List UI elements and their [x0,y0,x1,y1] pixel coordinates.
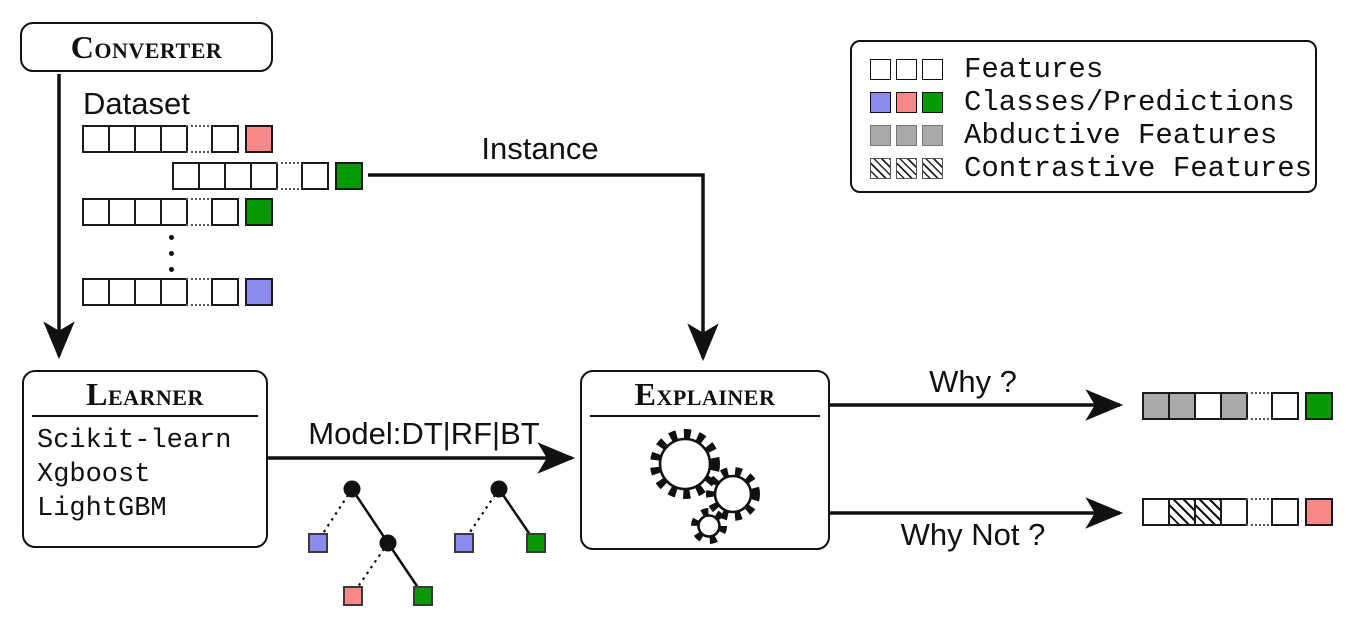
why-label: Why ? [929,364,1017,399]
contrastive-swatch-icon [896,158,917,179]
legend-row-features: Features [870,53,1315,86]
feature-cell [108,125,136,153]
feature-swatch-icon [922,59,943,80]
continuation-dots [186,125,213,153]
abductive-swatch-icon [870,125,891,146]
continuation-dots [276,162,303,190]
learner-item: Xgboost [37,459,151,490]
dataset-row [82,198,273,226]
model-arrow-label: Model:DT|RF|BT [308,416,540,451]
learner-box: Learner Scikit-learn Xgboost LightGBM [22,370,268,548]
abductive-swatch-icon [896,125,917,146]
class-cell-red [1305,498,1333,526]
tree-node [343,480,361,498]
tree-leaf-red [343,586,363,606]
tree-leaf-blue [308,533,328,553]
feature-cell [82,125,110,153]
class-green-swatch-icon [922,92,943,113]
feature-cell [1142,392,1170,420]
learner-item: LightGBM [37,493,167,524]
feature-cell [198,162,226,190]
feature-cell [1271,392,1299,420]
tree-leaf-green [413,586,433,606]
decision-tree-icon [454,480,546,553]
contrastive-swatch-icon [922,158,943,179]
abductive-explanation-row [1142,392,1333,420]
tree-node [379,534,397,552]
feature-cell [1168,498,1196,526]
feature-cell [134,198,162,226]
dataset-row [82,278,273,306]
feature-cell [160,125,188,153]
converter-title: Converter [70,28,223,65]
class-cell-red [245,125,273,153]
explainer-box: Explainer [580,370,830,550]
feature-cell [211,125,239,153]
learner-title: Learner [32,376,258,417]
legend-label: Features [964,53,1104,86]
legend-row-abductive: Abductive Features [870,119,1315,152]
contrastive-swatch-icon [870,158,891,179]
dataset-label: Dataset [83,86,190,121]
tree-leaf-green [526,533,546,553]
legend-row-contrastive: Contrastive Features [870,152,1315,185]
feature-cell [211,278,239,306]
continuation-dots [186,198,213,226]
feature-cell [1142,498,1170,526]
class-cell-green [1305,392,1333,420]
feature-cell [1220,498,1248,526]
class-blue-swatch-icon [870,92,891,113]
learner-item: Scikit-learn [37,425,232,456]
class-cell-blue [245,278,273,306]
legend-row-classes: Classes/Predictions [870,86,1315,119]
feature-cell [1194,498,1222,526]
legend-label: Classes/Predictions [964,86,1295,119]
feature-cell [134,125,162,153]
contrastive-explanation-row [1142,498,1333,526]
feature-cell [224,162,252,190]
dataset-row-instance [172,162,363,190]
feature-cell [211,198,239,226]
abductive-swatch-icon [922,125,943,146]
feature-swatch-icon [870,59,891,80]
instance-arrow [368,173,719,362]
feature-cell [1271,498,1299,526]
feature-cell [108,198,136,226]
continuation-dots [1246,498,1273,526]
feature-cell [1194,392,1222,420]
converter-box: Converter [20,22,273,72]
feature-cell [134,278,162,306]
tree-node [490,480,508,498]
class-red-swatch-icon [896,92,917,113]
dataset-row [82,125,273,153]
vertical-ellipsis-icon [169,235,174,272]
legend-label: Contrastive Features [964,152,1313,185]
feature-swatch-icon [896,59,917,80]
legend-label: Abductive Features [964,119,1278,152]
legend-box: Features Classes/Predictions Abductive F… [850,40,1317,193]
explainer-title: Explainer [590,376,820,417]
feature-cell [160,278,188,306]
feature-cell [82,278,110,306]
decision-tree-icon [308,480,433,606]
instance-label: Instance [481,131,599,166]
feature-cell [1220,392,1248,420]
feature-cell [82,198,110,226]
continuation-dots [1246,392,1273,420]
feature-cell [172,162,200,190]
tree-leaf-blue [454,533,474,553]
feature-cell [160,198,188,226]
why-not-label: Why Not ? [900,517,1046,552]
class-cell-green [335,162,363,190]
class-cell-green [245,198,273,226]
feature-cell [1168,392,1196,420]
feature-cell [108,278,136,306]
feature-cell [301,162,329,190]
feature-cell [250,162,278,190]
continuation-dots [186,278,213,306]
